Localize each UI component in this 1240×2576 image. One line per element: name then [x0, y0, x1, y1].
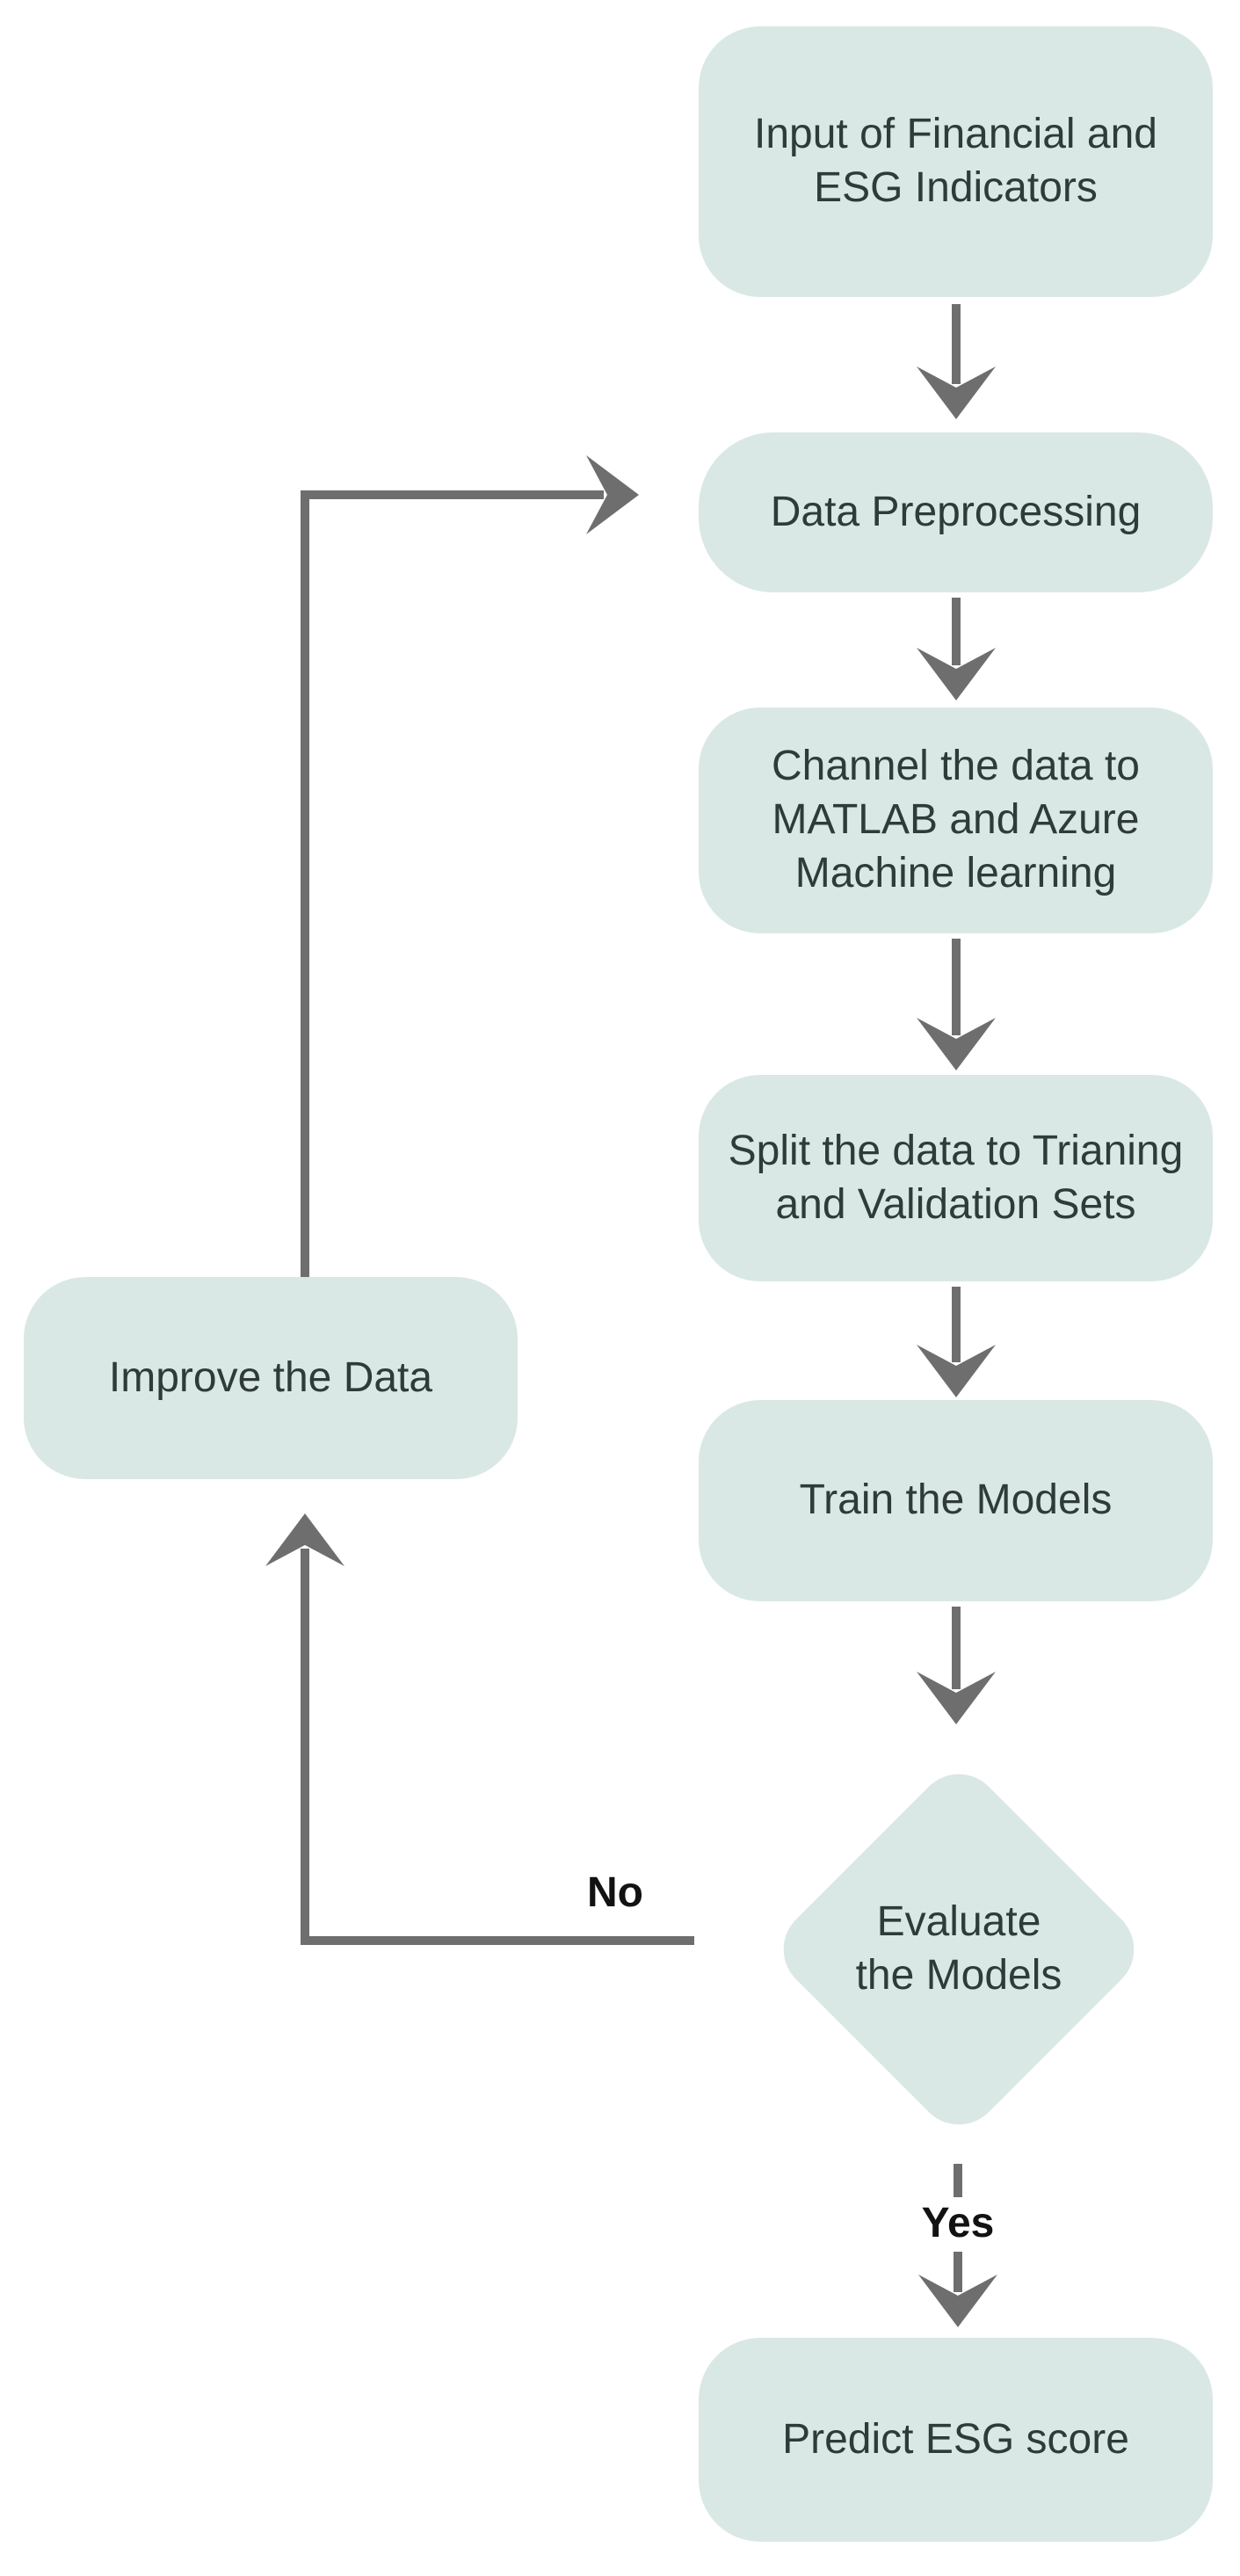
edge-label-no: No	[587, 1869, 643, 1916]
node-predict-esg-score: Predict ESG score	[699, 2338, 1213, 2542]
node-evaluate-models-label: Evaluate the Models	[855, 1898, 1062, 1999]
node-train-models-label: Train the Models	[799, 1477, 1113, 1524]
arrow-input-to-preprocessing-head	[917, 366, 996, 419]
arrow-channel-to-split-head	[917, 1018, 996, 1070]
node-data-preprocessing-label: Data Preprocessing	[770, 488, 1142, 535]
arrow-improve-to-preprocessing-line	[301, 490, 604, 1277]
node-channel-data-label: Channel the data to MATLAB and Azure Mac…	[772, 743, 1140, 896]
node-improve-data: Improve the Data	[24, 1277, 518, 1479]
node-channel-data: Channel the data to MATLAB and Azure Mac…	[699, 707, 1213, 933]
arrow-preprocessing-to-channel-head	[917, 648, 996, 700]
arrow-evaluate-to-predict-head	[918, 2275, 997, 2327]
node-improve-data-label: Improve the Data	[108, 1353, 433, 1401]
arrow-improve-to-preprocessing-head	[586, 455, 639, 534]
node-split-data-label: Split the data to Trianing and Validatio…	[728, 1127, 1184, 1228]
node-input-financial-esg: Input of Financial and ESG Indicators	[699, 26, 1213, 297]
arrow-split-to-train-head	[917, 1345, 996, 1397]
node-data-preprocessing: Data Preprocessing	[699, 432, 1213, 592]
arrow-evaluate-to-improve-head	[265, 1513, 344, 1566]
edge-label-yes: Yes	[921, 2200, 995, 2246]
arrow-evaluate-to-improve-line	[301, 1549, 694, 1945]
arrow-train-to-evaluate-head	[917, 1672, 996, 1724]
node-predict-esg-score-label: Predict ESG score	[782, 2415, 1129, 2463]
node-split-data: Split the data to Trianing and Validatio…	[699, 1075, 1213, 1281]
node-train-models: Train the Models	[699, 1400, 1213, 1601]
node-input-financial-esg-label: Input of Financial and ESG Indicators	[754, 111, 1157, 211]
node-evaluate-models: Evaluate the Models	[783, 1848, 1135, 2050]
